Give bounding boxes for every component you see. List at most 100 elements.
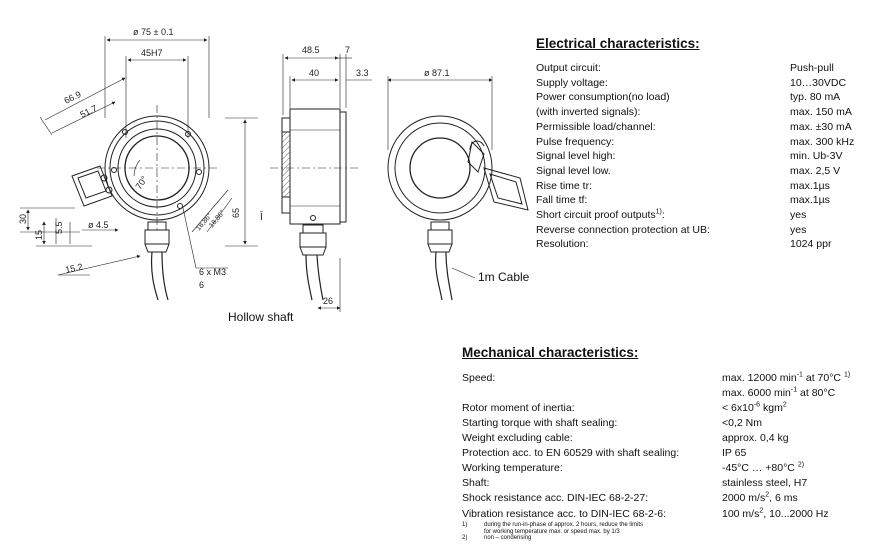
row-label: Working temperature: [462, 462, 563, 474]
table-row: Output circuit: Push-pull [536, 62, 834, 74]
row-label: Fall time tf: [536, 194, 588, 207]
caption-hollow-shaft: Hollow shaft [228, 310, 294, 324]
row-value: Push-pull [790, 62, 834, 74]
row-label: Rise time tr: [536, 179, 593, 192]
row-value-v1: < 6x10 [722, 402, 754, 414]
row-value-v1: 2000 m/s [722, 492, 766, 504]
row-label: Pulse frequency: [536, 135, 615, 148]
electrical-title: Electrical characteristics: [536, 36, 700, 51]
row-value: max. 12000 min-1 at 70°C 1) [722, 371, 851, 385]
row-value-s2: 1) [843, 371, 851, 379]
row-value: 1024 ppr [790, 238, 832, 251]
dim-d15: 15 [34, 230, 44, 240]
row-value: 10…30VDC [790, 76, 847, 89]
table-row: Resolution: 1024 ppr [536, 238, 831, 251]
row-value-v1: approx. 0,4 kg [722, 432, 789, 444]
dim-d45: ø 4.5 [88, 220, 109, 230]
dim-d55: 5.5 [54, 221, 64, 234]
back-view [387, 76, 529, 301]
row-value-s1: 2) [797, 461, 805, 469]
dim-ang70: 70° [133, 174, 149, 191]
row-value-v2: at 80°C [797, 387, 836, 399]
dim-d65: 65 [231, 208, 241, 218]
row-value: max.1µs [790, 179, 830, 192]
table-row: Working temperature: -45°C … +80°C 2) [462, 462, 804, 475]
table-row: Signal level low.max. 2,5 V [536, 165, 840, 177]
row-label: Power consumption(no load) [536, 91, 670, 104]
table-row: Starting torque with shaft sealing:<0,2 … [462, 417, 762, 429]
row-value-s2: 2 [782, 401, 787, 409]
dim-d33: 3.3 [356, 68, 369, 78]
row-label: Vibration resistance acc. to DIN-IEC 68-… [462, 508, 667, 520]
dim-r517: 51.7 [78, 103, 98, 120]
row-value-s1: -6 [753, 401, 761, 409]
dim-h45: 45H7 [141, 48, 163, 58]
row-value: approx. 0,4 kg [722, 432, 789, 444]
row-label: Supply voltage: [536, 76, 608, 89]
row-value: yes [790, 223, 807, 236]
row-label: Speed: [462, 372, 496, 384]
row-value: 2000 m/s2, 6 ms [722, 492, 798, 505]
footnote-number: 2) [462, 535, 468, 541]
row-label: Permissible load/channel: [536, 120, 656, 133]
row-label-end: : [661, 209, 665, 221]
table-row: Pulse frequency: max. 300 kHz [536, 135, 854, 148]
row-label: Protection acc. to EN 60529 with shaft s… [462, 447, 680, 459]
row-value-s1: -1 [796, 371, 803, 379]
row-value: max. ±30 mA [790, 120, 852, 133]
row-value: typ. 80 mA [790, 91, 841, 104]
table-row: Permissible load/channel: max. ±30 mA [536, 120, 852, 133]
row-label: Signal level high: [536, 150, 616, 163]
table-row: Rotor moment of inertia:< 6x10-6 kgm2 [462, 402, 787, 415]
dim-d7: 7 [345, 45, 350, 55]
table-row: Protection acc. to EN 60529 with shaft s… [462, 447, 746, 459]
row-value: max. 6000 min-1 at 80°C [722, 386, 836, 400]
row-value: -45°C … +80°C 2) [722, 461, 805, 475]
front-view [20, 36, 258, 301]
dim-d871: ø 87.1 [424, 68, 450, 78]
row-value-v2: , 6 ms [769, 492, 798, 504]
row-label: (with inverted signals): [536, 106, 641, 119]
row-value: max. 2,5 V [790, 164, 841, 177]
dim-d152: 15.2 [64, 262, 83, 275]
table-row: Shaft:stainless steel, H7 [462, 477, 807, 489]
row-value: min. Ub-3V [790, 150, 843, 163]
dim-d40: 40 [309, 68, 319, 78]
row-label: Resolution: [536, 238, 589, 251]
row-label: Shock resistance acc. DIN-IEC 68-2-27: [462, 492, 649, 504]
caption-cable: 1m Cable [478, 270, 530, 284]
mechanical-title: Mechanical characteristics: [462, 345, 639, 360]
row-label: Starting torque with shaft sealing: [462, 417, 618, 429]
row-value-v1: -45°C … +80°C [722, 462, 798, 474]
row-value-v2: , 10...2000 Hz [763, 508, 829, 520]
row-value-v1: max. 6000 min [722, 387, 791, 399]
row-value-s1: 2 [759, 507, 764, 515]
row-label: Output circuit: [536, 62, 601, 74]
footnote-number: 1) [462, 522, 468, 528]
dim-m3a: 6 x M3 [199, 267, 226, 277]
row-value-v2: at 70°C [802, 372, 844, 384]
dim-d75: ø 75 ± 0.1 [133, 27, 173, 37]
table-row: Short circuit proof outputs1):yes [536, 208, 806, 222]
table-row: Rise time tr: max.1µs [536, 179, 830, 192]
row-label: Reverse connection protection at UB: [536, 223, 710, 236]
depth-symbol: Ī [260, 211, 263, 223]
table-row: Weight excluding cable:approx. 0,4 kg [462, 432, 789, 444]
row-value-v1: 100 m/s [722, 508, 760, 520]
row-value-v1: stainless steel, H7 [722, 477, 808, 489]
row-value: stainless steel, H7 [722, 477, 807, 489]
row-value: max. 300 kHz [790, 135, 855, 148]
side-view [270, 54, 372, 312]
dim-d26: 26 [323, 296, 333, 306]
footnote-text: non – condensing [484, 535, 532, 541]
row-value: < 6x10-6 kgm2 [722, 401, 787, 415]
row-value: max. 150 mA [790, 106, 852, 119]
row-label-sup: 1) [655, 208, 662, 216]
dim-d485: 48.5 [302, 45, 320, 55]
table-row: Speed: max. 12000 min-1 at 70°C 1) [462, 372, 850, 385]
row-value-s1: -1 [790, 386, 798, 394]
mechanical-section: Mechanical characteristics: [462, 345, 638, 360]
row-value-v1: IP 65 [722, 447, 747, 459]
table-row: Fall time tf:max.1µs [536, 194, 830, 207]
